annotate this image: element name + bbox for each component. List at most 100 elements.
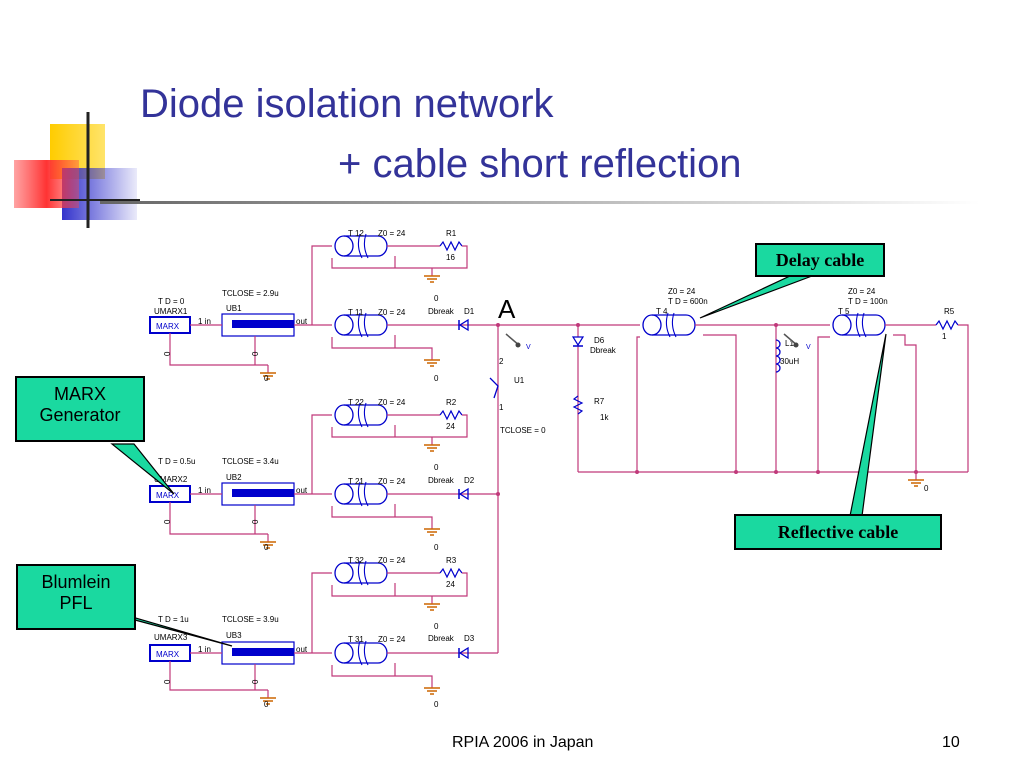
tclose-label: TCLOSE = 2.9u xyxy=(222,289,279,298)
node-a-label: A xyxy=(498,294,516,324)
ground-bottom-label: 0 xyxy=(264,374,269,383)
output-network: A V 2 U1 1 TCLOSE = 0 D6 Dbreak R7 1k T … xyxy=(489,287,969,653)
tclose-label: TCLOSE = 3.9u xyxy=(222,615,279,624)
ground-left-label: 0 xyxy=(163,519,172,524)
main-ground-label: 0 xyxy=(434,374,439,383)
r5-ref: R5 xyxy=(944,307,955,316)
marx-box-label: MARX xyxy=(156,650,180,659)
top-res-ref: R1 xyxy=(446,229,457,238)
ground-right-label: 0 xyxy=(924,484,929,493)
l1-value: 30uH xyxy=(780,357,799,366)
r5-value: 1 xyxy=(942,332,947,341)
r7-ref: R7 xyxy=(594,397,605,406)
reflective-cable-callout: Reflective cable xyxy=(734,514,942,550)
stage-1: MARX T D = 0 UMARX1 1 in TCLOSE = 2.9u U… xyxy=(149,229,498,383)
marx-ref-label: UMARX3 xyxy=(154,633,188,642)
l1-ref: L1 xyxy=(785,339,794,348)
marx-generator-callout: MARX Generator xyxy=(15,376,145,442)
top-cable-z0: Z0 = 24 xyxy=(378,229,406,238)
top-ground-label: 0 xyxy=(434,622,439,631)
blumlein-callout-line-1: Blumlein xyxy=(41,572,111,592)
top-res-value: 24 xyxy=(446,580,455,589)
marx-td-label: T D = 1u xyxy=(158,615,189,624)
footer-page-number: 10 xyxy=(942,734,960,751)
switch-pin2: 2 xyxy=(499,357,504,366)
switch-pin1: 1 xyxy=(499,403,504,412)
top-cable-ref: T 32 xyxy=(348,556,364,565)
footer-conference: RPIA 2006 in Japan xyxy=(452,734,594,751)
main-ground-label: 0 xyxy=(434,543,439,552)
blumlein-pfl-callout: Blumlein PFL xyxy=(16,564,136,630)
top-cable-z0: Z0 = 24 xyxy=(378,398,406,407)
ub-ref-label: UB2 xyxy=(226,473,242,482)
marx-ref-label: UMARX2 xyxy=(154,475,188,484)
probe-label: V xyxy=(526,344,531,351)
ub-ref-label: UB3 xyxy=(226,631,242,640)
marx-callout-line-2: Generator xyxy=(39,405,121,425)
main-cable-z0: Z0 = 24 xyxy=(378,477,406,486)
decorative-corner-graphic xyxy=(14,112,140,228)
main-cable-ref: T 31 xyxy=(348,635,364,644)
ground-mid-label: 0 xyxy=(251,679,260,684)
pin-out-label: out xyxy=(296,486,308,495)
marx-box-label: MARX xyxy=(156,322,180,331)
t5-td: T D = 100n xyxy=(848,297,888,306)
delay-cable-text: Delay cable xyxy=(775,250,865,270)
pin-in-label: 1 in xyxy=(198,317,211,326)
t4-ref: T 4 xyxy=(656,307,668,316)
marx-callout-line-1: MARX xyxy=(53,384,106,404)
t5-ref: T 5 xyxy=(838,307,850,316)
ground-left-label: 0 xyxy=(163,351,172,356)
diode-ref: D3 xyxy=(464,634,475,643)
marx-td-label: T D = 0.5u xyxy=(158,457,195,466)
t5-z0: Z0 = 24 xyxy=(848,287,876,296)
pin-out-label: out xyxy=(296,645,308,654)
probe-label-2: V xyxy=(806,344,811,351)
diode-model: Dbreak xyxy=(428,476,455,485)
main-cable-ref: T 21 xyxy=(348,477,364,486)
top-res-ref: R2 xyxy=(446,398,457,407)
top-cable-ref: T 22 xyxy=(348,398,364,407)
ground-mid-label: 0 xyxy=(251,519,260,524)
marx-box-label: MARX xyxy=(156,491,180,500)
top-res-value: 24 xyxy=(446,422,455,431)
main-cable-z0: Z0 = 24 xyxy=(378,635,406,644)
t4-z0: Z0 = 24 xyxy=(668,287,696,296)
main-ground-label: 0 xyxy=(434,700,439,709)
diode-ref: D2 xyxy=(464,476,475,485)
top-cable-z0: Z0 = 24 xyxy=(378,556,406,565)
top-ground-label: 0 xyxy=(434,463,439,472)
diode-ref: D1 xyxy=(464,307,475,316)
pin-in-label: 1 in xyxy=(198,486,211,495)
d6-ref: D6 xyxy=(594,336,605,345)
title-rule xyxy=(100,201,980,204)
ground-left-label: 0 xyxy=(163,679,172,684)
slide-title-line-2: + cable short reflection xyxy=(338,142,742,186)
delay-cable-callout: Delay cable xyxy=(755,243,885,277)
reflective-cable-text: Reflective cable xyxy=(777,522,899,542)
main-cable-ref: T 11 xyxy=(348,308,364,317)
pin-in-label: 1 in xyxy=(198,645,211,654)
blumlein-callout-line-2: PFL xyxy=(59,593,93,613)
switch-tclose: TCLOSE = 0 xyxy=(500,426,546,435)
ground-bottom-label: 0 xyxy=(264,700,269,709)
slide-title-line-1: Diode isolation network xyxy=(140,82,554,126)
stage-3: MARX T D = 1u UMARX3 1 in TCLOSE = 3.9u … xyxy=(149,556,498,709)
marx-td-label: T D = 0 xyxy=(158,297,185,306)
tclose-label: TCLOSE = 3.4u xyxy=(222,457,279,466)
top-cable-ref: T 12 xyxy=(348,229,364,238)
diode-model: Dbreak xyxy=(428,634,455,643)
main-cable-z0: Z0 = 24 xyxy=(378,308,406,317)
marx-ref-label: UMARX1 xyxy=(154,307,188,316)
top-ground-label: 0 xyxy=(434,294,439,303)
callout-pointers xyxy=(107,275,887,647)
stage-2: MARX T D = 0.5u UMARX2 1 in TCLOSE = 3.4… xyxy=(149,398,498,552)
r7-value: 1k xyxy=(600,413,609,422)
d6-model: Dbreak xyxy=(590,346,617,355)
t4-td: T D = 600n xyxy=(668,297,708,306)
ub-ref-label: UB1 xyxy=(226,304,242,313)
top-res-value: 16 xyxy=(446,253,455,262)
top-res-ref: R3 xyxy=(446,556,457,565)
pin-out-label: out xyxy=(296,317,308,326)
